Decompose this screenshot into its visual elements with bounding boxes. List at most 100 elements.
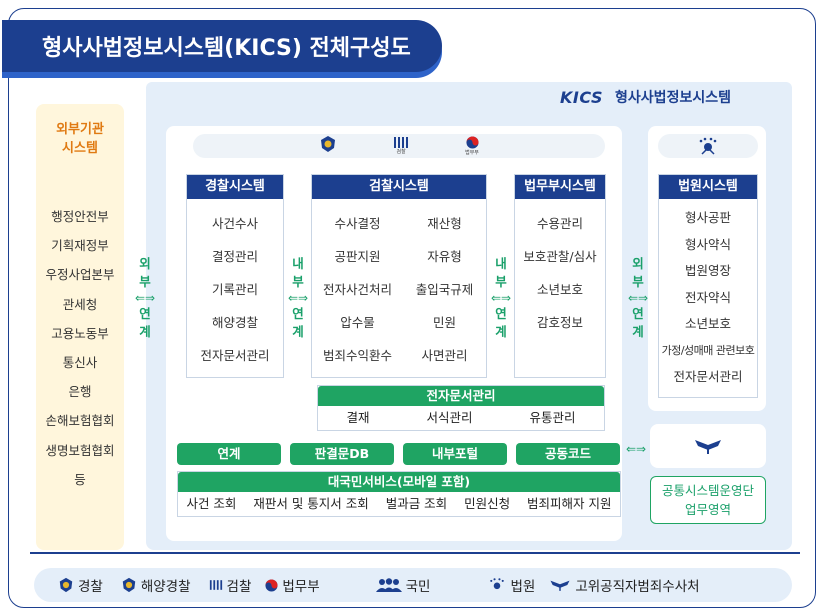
common-ops-line1: 공통시스템운영단 [661, 483, 754, 498]
link-char: 연 [139, 306, 151, 321]
cio-box [650, 424, 766, 468]
external-link-left: 외 부 ⇐⇒ 연 계 [128, 255, 162, 341]
bidirectional-arrow-icon: ⇐⇒ [625, 442, 647, 456]
legend-label: 법무부 [282, 579, 320, 595]
list-item: 기획재정부 [51, 238, 109, 254]
list-item: 등 [74, 471, 86, 487]
justice-emblem: 법무부 [465, 136, 479, 156]
kics-header-bar [146, 82, 792, 118]
legend-cio: 고위공직자범죄수사처 [549, 575, 700, 595]
cio-emblem-icon [695, 440, 721, 454]
list-item: 우정사업본부 [45, 267, 115, 283]
link-char: 부 [632, 274, 644, 289]
internal-link-2: 내 부 ⇐⇒ 연 계 [489, 255, 513, 341]
list-item: 형사공판 [684, 210, 731, 225]
list-item: 감호정보 [536, 315, 583, 330]
list-item: 재산형 [427, 216, 462, 231]
link-char: 내 [292, 256, 304, 271]
list-item: 통신사 [62, 354, 98, 370]
link-char: 계 [632, 324, 644, 339]
link-char: 계 [495, 324, 507, 339]
list-item: 자유형 [427, 249, 462, 264]
list-item: 형사약식 [684, 236, 731, 252]
bidirectional-arrow-icon: ⇐⇒ [627, 291, 649, 305]
police-emblem-icon [59, 577, 73, 593]
link-char: 연 [632, 306, 644, 321]
common-ops-box: 공통시스템운영단 업무영역 [650, 476, 766, 524]
police-system: 경찰시스템 사건수사 결정관리 기록관리 해양경찰 전자문서관리 [186, 174, 284, 378]
justice-system: 법무부시스템 수용관리 보호관찰/심사 소년보호 감호정보 [514, 174, 606, 378]
internal-link-1: 내 부 ⇐⇒ 연 계 [286, 255, 310, 341]
external-link-right: 외 부 ⇐⇒ 연 계 [626, 255, 650, 341]
list-item: 유통관리 [529, 410, 576, 425]
link-char: 연 [495, 306, 507, 321]
list-item: 보호관찰/심사 [523, 249, 597, 264]
common-ops-line2: 업무영역 [684, 502, 731, 517]
divider [30, 552, 800, 554]
court-emblem-icon [490, 578, 505, 590]
link-char: 외 [632, 256, 644, 271]
legend-label: 경찰 [78, 579, 103, 595]
people-icon [375, 578, 402, 592]
legend-label: 법원 [510, 579, 536, 595]
legend-court: 법원 [488, 575, 535, 595]
prosecution-system-head: 검찰시스템 [312, 175, 486, 199]
legend-label: 검찰 [226, 579, 252, 595]
link-char: 계 [292, 324, 304, 339]
link-char: 내 [495, 256, 507, 271]
list-item: 사면관리 [421, 348, 468, 363]
link-char: 외 [139, 256, 151, 271]
legend-label: 고위공직자범죄수사처 [575, 579, 700, 595]
kics-logo: KICS [560, 87, 604, 107]
agency-icons-bar: 검찰 법무부 [193, 134, 605, 158]
list-item: 재판서 및 통지서 조회 [253, 496, 369, 511]
external-title-line1: 외부기관 [56, 122, 104, 137]
list-item: 관세청 [62, 296, 98, 312]
list-item: 벌과금 조회 [385, 496, 448, 511]
external-agencies-title: 외부기관 시스템 [36, 120, 124, 158]
legend-police: 경찰 [58, 575, 103, 595]
prosecution-emblem: 검찰 [393, 137, 409, 155]
edoc-head: 전자문서관리 [318, 386, 604, 406]
list-item: 법원영장 [684, 263, 731, 278]
taegeuk-icon [465, 136, 479, 149]
edoc-management: 전자문서관리 결재 서식관리 유통관리 [317, 385, 605, 431]
prosecution-system: 검찰시스템 수사결정 공판지원 전자사건처리 압수물 범죄수익환수 재산형 자유… [311, 174, 487, 378]
prosecution-icon [209, 580, 222, 590]
police-system-head: 경찰시스템 [187, 175, 283, 199]
list-item: 가정/성매매 관련보호 [661, 343, 755, 357]
list-item: 민원 [432, 315, 456, 330]
legend-label: 국민 [405, 579, 431, 595]
list-item: 행정안전부 [51, 209, 109, 224]
list-item: 서식관리 [426, 410, 473, 425]
external-agencies-panel: 외부기관 시스템 행정안전부 기획재정부 우정사업본부 관세청 고용노동부 통신… [36, 104, 124, 550]
justice-icon-caption: 법무부 [465, 150, 479, 156]
list-item: 범죄피해자 지원 [527, 496, 612, 511]
list-item: 은행 [68, 384, 92, 400]
court-system-head: 법원시스템 [659, 175, 757, 199]
list-item: 압수물 [340, 315, 375, 330]
list-item: 전자약식 [684, 289, 731, 305]
legend-bar: 경찰 해양경찰 검찰 법무부 국민 법원 고위공직자범죄수사처 [34, 568, 792, 602]
list-item: 전자문서관리 [673, 369, 743, 384]
coast-guard-emblem-icon [122, 577, 136, 593]
external-title-line2: 시스템 [62, 141, 98, 156]
list-item: 기록관리 [211, 282, 258, 297]
list-item: 공판지원 [334, 249, 381, 264]
cio-link-arrow: ⇐⇒ [624, 438, 648, 457]
link-char: 부 [292, 274, 304, 289]
legend-coast-guard: 해양경찰 [121, 575, 191, 595]
list-item: 소년보호 [536, 282, 583, 297]
list-item: 결정관리 [211, 249, 258, 264]
module-internal-portal: 내부포털 [403, 443, 507, 465]
list-item: 고용노동부 [51, 325, 109, 341]
bidirectional-arrow-icon: ⇐⇒ [287, 291, 309, 305]
legend-justice: 법무부 [265, 575, 320, 595]
court-icon-bar [658, 134, 758, 158]
link-char: 부 [139, 274, 151, 289]
justice-system-head: 법무부시스템 [515, 175, 605, 199]
module-link: 연계 [177, 443, 281, 465]
cio-emblem-icon [550, 580, 570, 591]
citizen-service-head: 대국민서비스(모바일 포함) [178, 472, 620, 492]
bidirectional-arrow-icon: ⇐⇒ [134, 291, 156, 305]
